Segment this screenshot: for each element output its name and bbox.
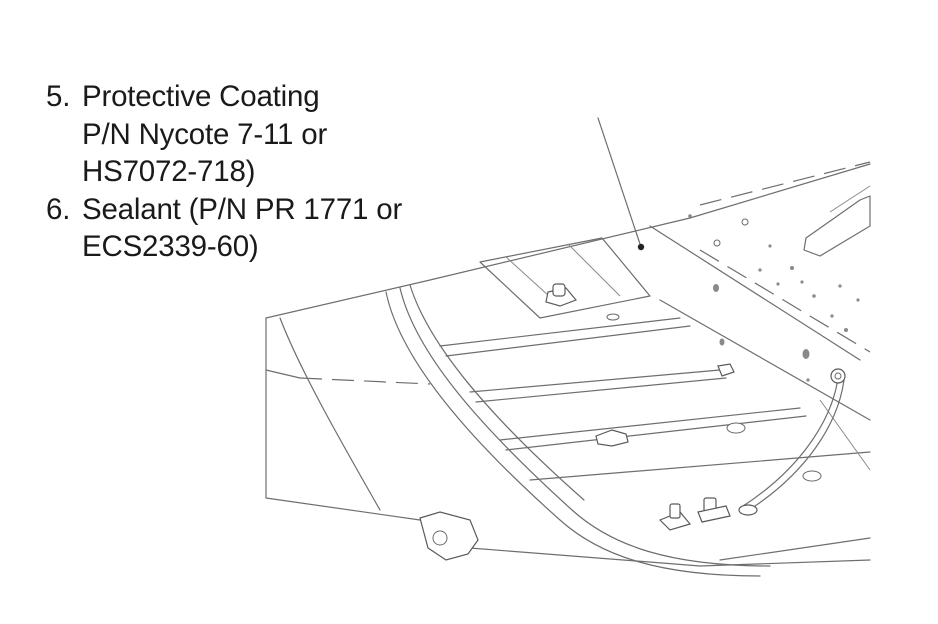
stiffener-line bbox=[439, 317, 681, 347]
panel-hole bbox=[606, 313, 620, 321]
callout-item-5: 5. Protective Coating P/N Nycote 7-11 or… bbox=[46, 78, 402, 191]
frame-dashed-line bbox=[299, 377, 431, 385]
cable-line bbox=[745, 379, 845, 513]
panel-fastener bbox=[545, 283, 578, 307]
leader-dot bbox=[637, 243, 645, 251]
lower-fitting bbox=[419, 511, 479, 561]
leader-line bbox=[597, 117, 641, 245]
callout-list: 5. Protective Coating P/N Nycote 7-11 or… bbox=[46, 78, 402, 266]
callout-text: Protective Coating P/N Nycote 7-11 or HS… bbox=[82, 80, 328, 188]
stiffener-line bbox=[499, 407, 801, 441]
lightening-hole bbox=[726, 422, 746, 434]
stiffener-line bbox=[445, 325, 691, 357]
clip-bracket bbox=[595, 429, 629, 447]
cable-line bbox=[739, 377, 839, 509]
frame-segment bbox=[265, 369, 301, 379]
stiffener-clip bbox=[717, 363, 735, 377]
curved-rib-flange bbox=[409, 284, 585, 501]
spar-dashed-line bbox=[699, 249, 871, 353]
rivet-dots bbox=[688, 214, 860, 382]
callout-number: 5. bbox=[46, 80, 71, 113]
cable-connector-hole bbox=[834, 372, 842, 380]
curved-rib-outer bbox=[385, 291, 761, 577]
access-panel bbox=[479, 237, 651, 319]
stiffener-line bbox=[469, 369, 721, 393]
panel-inner-line bbox=[567, 243, 621, 297]
stiffener-line bbox=[505, 415, 807, 451]
skin-dashed-line bbox=[699, 161, 871, 206]
spar-line bbox=[649, 225, 861, 361]
outer-frame-line bbox=[265, 317, 871, 567]
spar-edge bbox=[819, 399, 871, 471]
curved-rib-inner bbox=[399, 287, 771, 567]
tip-fairing bbox=[803, 195, 871, 257]
tip-fairing-edge bbox=[829, 185, 871, 213]
spar-lower-line bbox=[659, 299, 871, 421]
left-curve bbox=[279, 317, 381, 511]
stiffener-line bbox=[719, 537, 871, 561]
stiffener-line bbox=[475, 377, 727, 403]
lightening-hole bbox=[802, 470, 822, 482]
callout-item-6: 6. Sealant (P/N PR 1771 or ECS2339-60) bbox=[46, 191, 402, 266]
callout-text: Sealant (P/N PR 1771 or ECS2339-60) bbox=[82, 192, 403, 264]
stiffener-line bbox=[529, 451, 871, 481]
upper-edge-line bbox=[265, 163, 871, 319]
callout-number: 6. bbox=[46, 192, 71, 226]
connector-block bbox=[658, 497, 758, 531]
